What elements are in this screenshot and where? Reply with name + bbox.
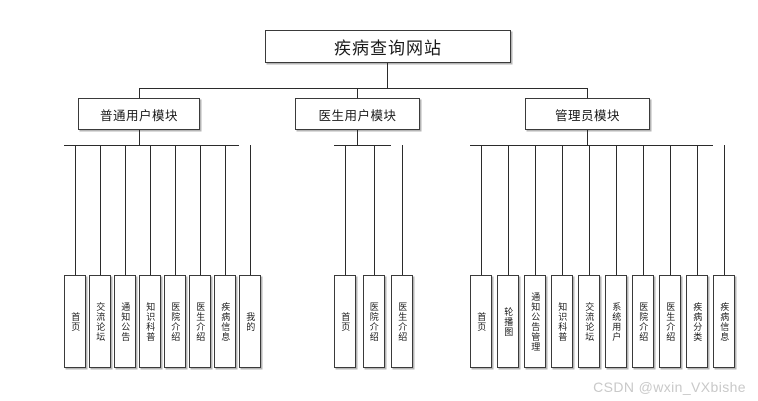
connector-leaf-drop-doctor-user-0 bbox=[345, 145, 346, 275]
connector-to-module-c bbox=[587, 88, 588, 98]
leaf-node-admin-7[interactable]: 医生介绍 bbox=[659, 275, 681, 368]
connector-leaf-drop-doctor-user-1 bbox=[373, 145, 375, 275]
leaf-node-admin-4[interactable]: 交流论坛 bbox=[578, 275, 600, 368]
module-node-doctor-user[interactable]: 医生用户模块 bbox=[295, 98, 420, 130]
leaf-node-normal-user-7[interactable]: 我的 bbox=[239, 275, 261, 368]
connector-module-c-stem bbox=[587, 130, 588, 145]
connector-leaf-drop-admin-4 bbox=[589, 145, 590, 275]
leaf-node-normal-user-4[interactable]: 医院介绍 bbox=[164, 275, 186, 368]
leaf-node-admin-3[interactable]: 知识科普 bbox=[551, 275, 573, 368]
connector-leaf-bus-a bbox=[64, 145, 239, 146]
connector-leaf-drop-admin-0 bbox=[481, 145, 482, 275]
leaf-node-admin-6[interactable]: 医院介绍 bbox=[632, 275, 654, 368]
connector-leaf-drop-normal-user-5 bbox=[200, 145, 201, 275]
module-node-normal-user[interactable]: 普通用户模块 bbox=[78, 98, 200, 130]
connector-leaf-drop-admin-6 bbox=[643, 145, 644, 275]
leaf-node-normal-user-1[interactable]: 交流论坛 bbox=[89, 275, 111, 368]
connector-leaf-drop-normal-user-1 bbox=[100, 145, 101, 275]
connector-leaf-drop-admin-5 bbox=[616, 145, 617, 275]
leaf-node-admin-2[interactable]: 通知公告管理 bbox=[524, 275, 546, 368]
watermark-csdn: CSDN @wxin_VXbishe bbox=[593, 379, 746, 395]
leaf-node-admin-0[interactable]: 首页 bbox=[470, 275, 492, 368]
leaf-node-doctor-user-0[interactable]: 首页 bbox=[334, 275, 356, 368]
leaf-node-doctor-user-1[interactable]: 医院介绍 bbox=[362, 275, 385, 368]
connector-leaf-drop-normal-user-3 bbox=[150, 145, 151, 275]
leaf-node-normal-user-5[interactable]: 医生介绍 bbox=[189, 275, 211, 368]
connector-to-module-b bbox=[357, 88, 358, 98]
connector-leaf-drop-admin-8 bbox=[697, 145, 698, 275]
connector-to-module-a bbox=[139, 88, 140, 98]
connector-leaf-drop-normal-user-7 bbox=[250, 145, 251, 275]
connector-leaf-drop-admin-7 bbox=[670, 145, 671, 275]
connector-leaf-drop-normal-user-2 bbox=[125, 145, 126, 275]
connector-leaf-drop-admin-3 bbox=[562, 145, 563, 275]
leaf-node-doctor-user-2[interactable]: 医生介绍 bbox=[391, 275, 413, 368]
connector-leaf-bus-c bbox=[470, 145, 713, 146]
connector-leaf-drop-doctor-user-2 bbox=[402, 145, 403, 275]
connector-leaf-drop-normal-user-6 bbox=[225, 145, 226, 275]
root-node-disease-query-website[interactable]: 疾病查询网站 bbox=[265, 30, 511, 63]
leaf-node-admin-1[interactable]: 轮播图 bbox=[497, 275, 519, 368]
module-node-admin[interactable]: 管理员模块 bbox=[525, 98, 650, 130]
connector-leaf-drop-admin-9 bbox=[724, 145, 725, 275]
connector-leaf-bus-b bbox=[334, 145, 391, 146]
connector-leaf-drop-admin-2 bbox=[535, 145, 536, 275]
connector-module-b-stem bbox=[357, 130, 358, 145]
leaf-node-admin-5[interactable]: 系统用户 bbox=[605, 275, 627, 368]
leaf-node-normal-user-3[interactable]: 知识科普 bbox=[139, 275, 161, 368]
connector-level2-bus bbox=[139, 88, 588, 89]
connector-leaf-drop-normal-user-4 bbox=[175, 145, 176, 275]
connector-leaf-drop-normal-user-0 bbox=[75, 145, 76, 275]
connector-root-stem bbox=[387, 63, 388, 88]
connector-module-a-stem bbox=[139, 130, 140, 145]
connector-leaf-drop-admin-1 bbox=[508, 145, 509, 275]
leaf-node-normal-user-6[interactable]: 疾病信息 bbox=[214, 275, 236, 368]
leaf-node-admin-8[interactable]: 疾病分类 bbox=[686, 275, 708, 368]
leaf-node-normal-user-2[interactable]: 通知公告 bbox=[114, 275, 136, 368]
leaf-node-normal-user-0[interactable]: 首页 bbox=[64, 275, 86, 368]
leaf-node-admin-9[interactable]: 疾病信息 bbox=[713, 275, 735, 368]
